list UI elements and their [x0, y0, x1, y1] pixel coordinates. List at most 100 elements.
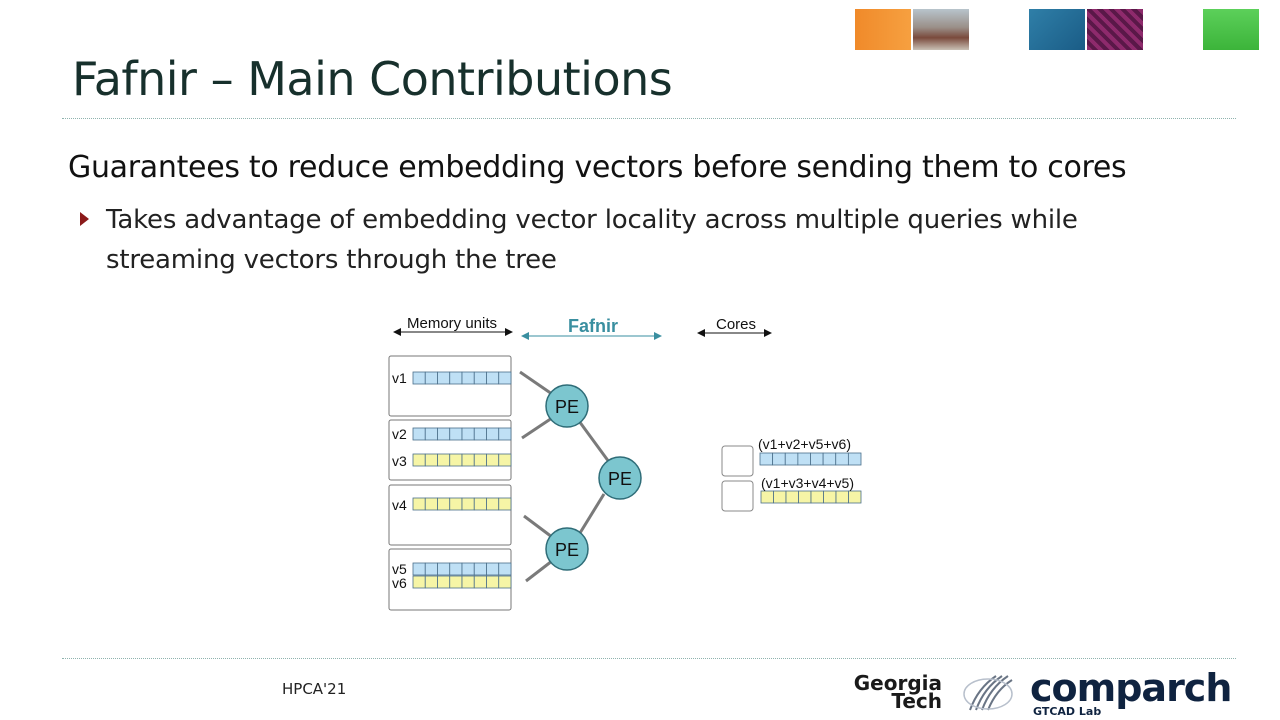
- output-label-1: (v1+v2+v5+v6): [758, 436, 851, 452]
- vector-cell: [461, 453, 475, 467]
- header-thumb-green: [1203, 9, 1259, 50]
- tree-edge: [521, 416, 553, 440]
- vector-cell: [449, 427, 463, 441]
- pe-node: PE: [545, 384, 589, 428]
- cores-label: Cores: [716, 316, 756, 333]
- vector-label-v1: v1: [392, 370, 407, 386]
- vector-cell: [412, 575, 426, 589]
- vector-label-v2: v2: [392, 426, 407, 442]
- vector-cell: [784, 452, 799, 466]
- vector-strips: [412, 371, 862, 589]
- footer-divider: [62, 658, 1236, 659]
- vector-cell: [486, 497, 500, 511]
- vector-label-v3: v3: [392, 453, 407, 469]
- vector-cell: [424, 562, 438, 576]
- slide-title: Fafnir – Main Contributions: [72, 52, 673, 106]
- georgia-tech-logo-line1: Georgia: [853, 671, 942, 695]
- gtcad-lab-label: GTCAD Lab: [1033, 705, 1102, 718]
- vector-cell: [473, 427, 487, 441]
- tree-edges: [519, 370, 611, 583]
- vector-cell: [473, 371, 487, 385]
- vector-cell: [449, 453, 463, 467]
- vector-cell: [437, 453, 451, 467]
- vector-cell: [835, 452, 849, 466]
- georgia-tech-logo: Georgia Tech: [830, 671, 942, 713]
- output-label-2: (v1+v3+v4+v5): [761, 475, 854, 491]
- footer-venue: HPCA'21: [282, 680, 347, 698]
- vector-cell: [473, 562, 487, 576]
- vector-cell: [785, 490, 799, 504]
- memory-units-label: Memory units: [407, 315, 497, 332]
- header-thumb-circuit: [1087, 9, 1143, 50]
- vector-cell: [437, 371, 451, 385]
- vector-cell: [437, 562, 451, 576]
- vector-cell: [473, 497, 487, 511]
- vector-label-v5: v5: [392, 561, 407, 577]
- tech-tower-icon: [963, 675, 1013, 711]
- vector-cell: [498, 562, 512, 576]
- vector-cell: [822, 452, 837, 466]
- vector-cell: [486, 427, 500, 441]
- vector-cell: [412, 453, 426, 467]
- vector-cell: [498, 371, 512, 385]
- vector-cell: [498, 575, 512, 589]
- header-thumb-blue: [1029, 9, 1085, 50]
- main-bullet: Guarantees to reduce embedding vectors b…: [68, 150, 1127, 185]
- vector-cell: [412, 562, 426, 576]
- vector-cell: [823, 490, 837, 504]
- vector-label-v6: v6: [392, 575, 407, 591]
- vector-cell: [473, 575, 487, 589]
- vector-cell: [412, 497, 426, 511]
- vector-cell: [835, 490, 849, 504]
- vector-cell: [798, 490, 812, 504]
- memory-unit-box: [388, 355, 512, 417]
- vector-cell: [461, 497, 475, 511]
- vector-label-v4: v4: [392, 497, 407, 513]
- vector-cell: [759, 452, 774, 466]
- vector-cell: [847, 452, 862, 466]
- vector-cell: [424, 371, 438, 385]
- title-divider: [62, 118, 1236, 119]
- tree-edge: [525, 559, 553, 583]
- vector-cell: [461, 371, 475, 385]
- vector-cell: [760, 490, 774, 504]
- vector-cell: [424, 427, 438, 441]
- vector-cell: [498, 497, 512, 511]
- core-box: [721, 445, 754, 477]
- georgia-tech-logo-line2: Tech: [891, 689, 942, 713]
- pe-label: PE: [608, 469, 632, 489]
- vector-cell: [461, 427, 475, 441]
- tree-edge: [578, 493, 606, 534]
- vector-cell: [461, 562, 475, 576]
- tree-edge: [523, 514, 553, 539]
- vector-cell: [424, 575, 438, 589]
- vector-cell: [486, 562, 500, 576]
- vector-cell: [449, 371, 463, 385]
- core-box: [721, 480, 754, 512]
- pe-label: PE: [555, 397, 579, 417]
- vector-cell: [498, 453, 512, 467]
- vector-cell: [486, 453, 500, 467]
- comparch-logo: comparch: [1030, 666, 1232, 710]
- sub-bullet: Takes advantage of embedding vector loca…: [106, 205, 1078, 275]
- vector-cell: [498, 427, 512, 441]
- vector-cell: [424, 453, 438, 467]
- vector-cell: [449, 497, 463, 511]
- tree-edge: [519, 370, 553, 396]
- pe-node: PE: [598, 456, 642, 500]
- pe-label: PE: [555, 540, 579, 560]
- vector-cell: [437, 427, 451, 441]
- header-thumb-orange: [855, 9, 911, 50]
- header-thumb-building: [913, 9, 969, 50]
- vector-cell: [449, 562, 463, 576]
- vector-cell: [412, 427, 426, 441]
- vector-cell: [486, 371, 500, 385]
- vector-cell: [437, 575, 451, 589]
- vector-cell: [461, 575, 475, 589]
- vector-cell: [797, 452, 811, 466]
- fafnir-label: Fafnir: [568, 316, 618, 336]
- vector-cell: [772, 452, 786, 466]
- vector-cell: [437, 497, 451, 511]
- vector-cell: [473, 453, 487, 467]
